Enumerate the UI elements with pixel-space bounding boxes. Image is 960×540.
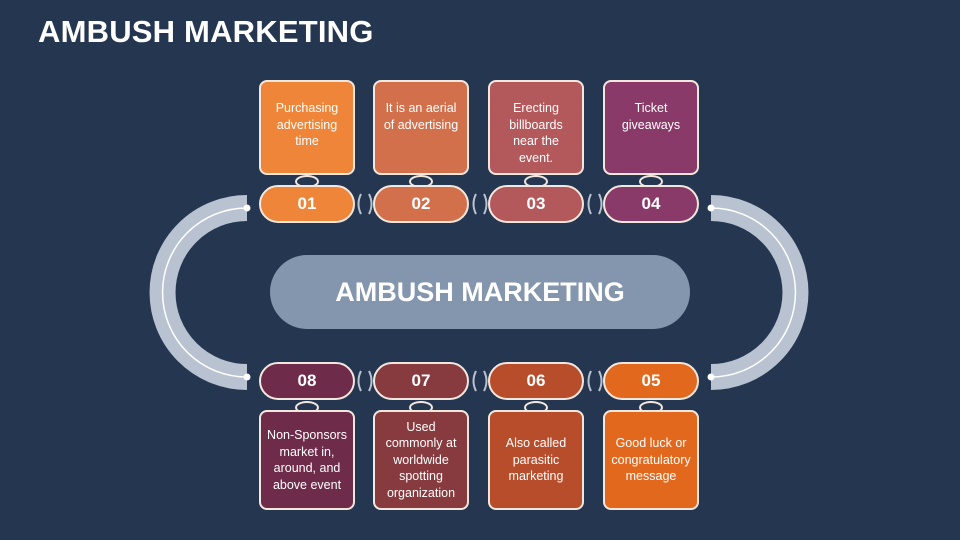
step-card-03: Erecting billboards near the event. — [488, 80, 584, 175]
step-number-05: 05 — [603, 362, 699, 400]
step-text-05: Good luck or congratulatory message — [611, 436, 691, 484]
step-number-08: 08 — [259, 362, 355, 400]
step-text-03: Erecting billboards near the event. — [509, 101, 563, 165]
page-title: AMBUSH MARKETING — [38, 14, 374, 49]
step-card-07: Used commonly at worldwide spotting orga… — [373, 410, 469, 510]
step-text-08: Non-Sponsors market in, around, and abov… — [267, 428, 347, 492]
step-card-02: It is an aerial of advertising — [373, 80, 469, 175]
step-card-08: Non-Sponsors market in, around, and abov… — [259, 410, 355, 510]
step-card-05: Good luck or congratulatory message — [603, 410, 699, 510]
left-arc-line — [161, 207, 248, 378]
step-text-02: It is an aerial of advertising — [383, 101, 459, 132]
step-text-04: Ticket giveaways — [621, 101, 681, 132]
step-number-04: 04 — [603, 185, 699, 223]
step-number-01: 01 — [259, 185, 355, 223]
step-number-03: 03 — [488, 185, 584, 223]
left-arc — [149, 195, 248, 390]
left-arc-dot-bottom — [243, 373, 251, 381]
step-text-06: Also called parasitic marketing — [505, 436, 567, 484]
right-arc-dot-top — [707, 204, 715, 212]
step-card-01: Purchasing advertising time — [259, 80, 355, 175]
step-number-07: 07 — [373, 362, 469, 400]
right-arc-line — [710, 207, 797, 378]
right-arc-dot-bottom — [707, 373, 715, 381]
step-text-01: Purchasing advertising time — [275, 101, 339, 148]
step-text-07: Used commonly at worldwide spotting orga… — [385, 419, 457, 500]
step-number-02: 02 — [373, 185, 469, 223]
right-arc — [710, 195, 809, 390]
step-number-06: 06 — [488, 362, 584, 400]
step-card-04: Ticket giveaways — [603, 80, 699, 175]
left-arc-dot-top — [243, 204, 251, 212]
step-card-06: Also called parasitic marketing — [488, 410, 584, 510]
center-title: AMBUSH MARKETING — [270, 255, 690, 329]
